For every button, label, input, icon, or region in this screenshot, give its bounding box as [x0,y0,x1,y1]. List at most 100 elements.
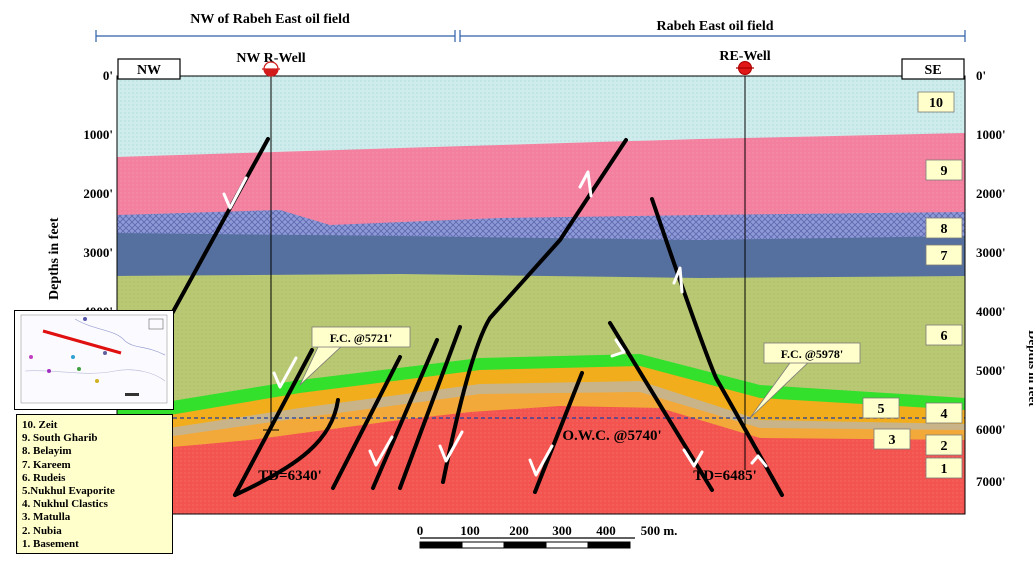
scale-segment [461,541,505,549]
legend-item: 9. South Gharib [22,432,98,445]
slip-arrow [438,430,464,463]
fault [650,197,784,497]
layer-basement [117,406,965,514]
depth-tick-right: 3000' [976,245,1006,260]
td-label-nwr: TD=6340' [258,468,322,484]
depth-tick-right: 4000' [976,304,1006,319]
layer-number: 10 [929,96,943,111]
layer-number: 9 [941,164,948,179]
scale-segment [587,541,631,549]
legend-item: 7. Kareem [22,458,71,471]
layer-number: 4 [941,407,948,422]
fault [371,338,439,490]
fault [441,138,628,484]
fault [398,325,462,490]
fault [233,398,340,497]
layer-number-box [925,434,963,456]
well-head-nwr: NW R-Well [236,51,306,77]
well-head-re: RE-Well [719,49,771,75]
section-line [42,329,122,355]
scale-tick-label: 200 [509,523,529,538]
layer-number: 3 [889,433,896,448]
fc-callout-left-box [311,326,411,348]
axis-title-right: Depths in feet [1026,330,1033,407]
corner-box-se [901,58,965,80]
layer-number: 2 [941,439,948,454]
scale-segment [545,541,589,549]
layer-number-box [925,457,963,479]
depth-tick-left: 0' [103,68,113,83]
layer-number-box [873,428,911,450]
field-title-nw: NW of Rabeh East oil field [190,12,350,27]
slip-arrows [222,170,768,477]
header-ranges: NW of Rabeh East oil field Rabeh East oi… [95,12,966,42]
scale-segment [419,541,463,549]
depth-tick-right: 2000' [976,186,1006,201]
well-name-nwr: NW R-Well [236,51,305,66]
legend-item: 1. Basement [22,537,79,550]
layer-number-box [925,402,963,424]
fc-callout-right: F.C. @5978' [781,347,843,361]
legend-item: 4. Nukhul Clastics [22,498,108,511]
slip-arrow [672,266,684,294]
fault [331,355,402,490]
depth-tick-right: 0' [976,68,986,83]
depth-axis-right: 0' 1000' 2000' 3000' 4000' 5000' 6000' 7000' [976,68,1006,489]
layer-number-box [925,159,963,181]
corner-box-nw [117,58,181,80]
slip-arrow [222,176,248,210]
depth-tick-right: 1000' [976,127,1006,142]
depth-tick-left: 2000' [83,186,113,201]
scale-tick-label: 0 [417,523,424,538]
depth-tick-right: 7000' [976,474,1006,489]
legend-item: 6. Rudeis [22,471,66,484]
legend-item: 2. Nubia [22,524,62,537]
depth-tick-left: 1000' [83,127,113,142]
slip-arrow [682,448,704,468]
layer-number-box [925,324,963,346]
slip-arrow [610,338,626,358]
faults [161,137,784,497]
depth-tick-right: 6000' [976,422,1006,437]
layer-number-box [925,217,963,239]
legend-item: 3. Matulla [22,511,71,524]
layer-number: 6 [941,329,948,344]
location-inset-map [14,310,174,410]
legend-item: 10. Zeit [22,419,58,431]
fault [533,371,584,494]
axis-title-left: Depths in feet [47,217,62,300]
well-name-re: RE-Well [719,49,770,64]
corner-label-nw: NW [137,63,161,78]
layer-number-box [925,244,963,266]
legend-item: 8. Belayim [22,445,72,458]
corner-label-se: SE [924,63,941,78]
scale-tick-label: 500 m. [641,523,678,538]
layer-number-box [862,397,900,419]
layer-number: 8 [941,222,948,237]
slip-arrow [368,435,394,467]
scale-tick-label: 300 [552,523,572,538]
depth-tick-right: 5000' [976,363,1006,378]
inset-map-graphic [20,314,168,404]
field-title-rabeh: Rabeh East oil field [656,19,773,34]
slip-arrow [528,444,554,477]
td-label-re: TD=6485' [693,468,757,484]
slip-arrow [750,454,768,468]
layer-number: 1 [941,462,948,477]
owc-label: O.W.C. @5740' [562,428,661,444]
layer-number-boxes: 10 9 8 7 6 5 4 3 2 1 [862,91,963,479]
layer-number: 5 [878,402,885,417]
slip-arrow [272,356,298,389]
scale-tick-label: 100 [460,523,480,538]
fault [233,348,314,497]
slip-arrow [578,170,593,198]
legend-item: 5.Nukhul Evaporite [22,485,115,498]
legend-box: 10. Zeit 9. South Gharib 8. Belayim 7. K… [16,414,173,554]
scale-tick-label: 400 [596,523,616,538]
layer-number: 7 [941,249,948,264]
fc-callout-left: F.C. @5721' [330,331,392,345]
section-frame [116,75,966,515]
fault [161,137,270,332]
layer-number-box [917,91,955,113]
